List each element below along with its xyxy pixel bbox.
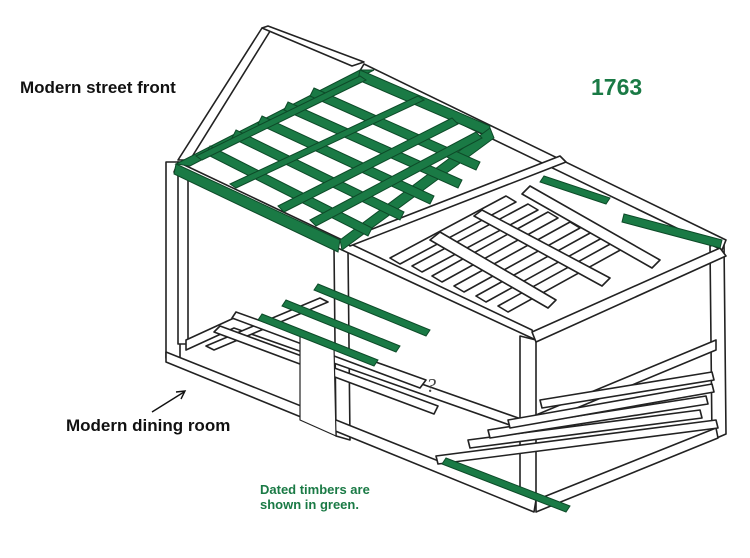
question-mark: ? bbox=[426, 375, 436, 397]
right-floor-joists bbox=[435, 371, 719, 465]
dining-room-arrow bbox=[151, 390, 187, 413]
caption: Dated timbers are shown in green. bbox=[260, 482, 370, 512]
right-rafters bbox=[343, 155, 661, 313]
caption-line-1: Dated timbers are bbox=[260, 482, 370, 497]
right-end-beam bbox=[531, 247, 727, 343]
caption-line-2: shown in green. bbox=[260, 497, 359, 512]
green-right-rafters bbox=[539, 175, 723, 249]
year-label: 1763 bbox=[591, 74, 643, 100]
green-floor-joists bbox=[257, 283, 571, 513]
dining-room-label: Modern dining room bbox=[66, 416, 231, 435]
left-corner-posts bbox=[165, 161, 189, 359]
front-ground-sill bbox=[165, 351, 719, 513]
street-front-label: Modern street front bbox=[20, 78, 176, 97]
green-roof-frame bbox=[173, 69, 495, 253]
